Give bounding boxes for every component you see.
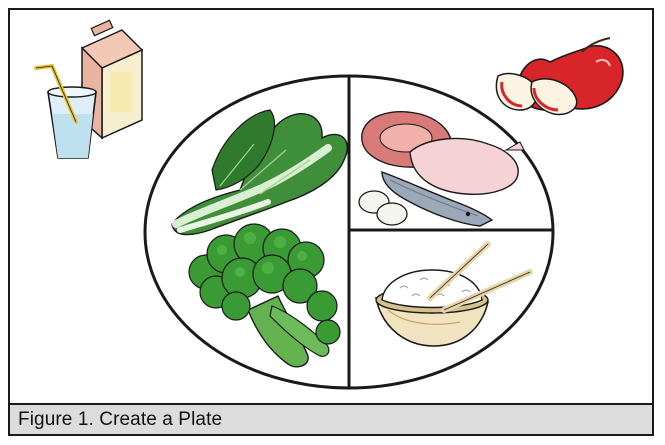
milk-carton-and-glass-icon — [36, 20, 142, 158]
figure-caption: Figure 1. Create a Plate — [18, 409, 222, 431]
caption-bar: Figure 1. Create a Plate — [10, 403, 652, 434]
create-a-plate-illustration — [10, 10, 652, 405]
plate — [145, 76, 553, 388]
figure-frame: Figure 1. Create a Plate — [8, 8, 654, 436]
apple-icon — [496, 38, 623, 114]
